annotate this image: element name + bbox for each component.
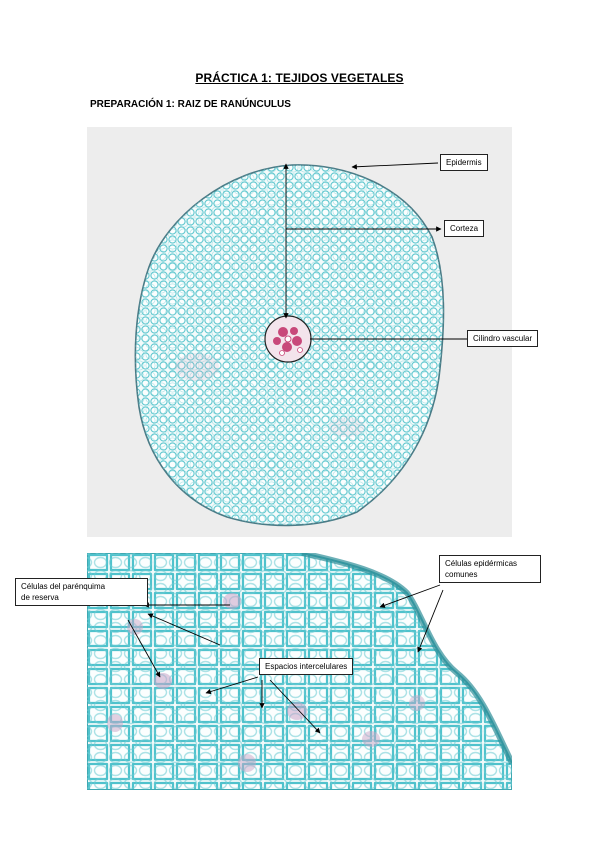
label-parenquima-reserva: Células del parénquima de reserva (15, 578, 148, 606)
label-parenquima-line1: Células del parénquima (21, 582, 106, 591)
label-parenquima-line2: de reserva (21, 593, 59, 602)
label-corteza: Corteza (444, 220, 485, 237)
label-celulas-epidermicas: Células epidérmicas comunes (439, 555, 541, 583)
root-cross-section-image (87, 127, 512, 537)
label-epidermicas-line1: Células epidérmicas (445, 559, 518, 568)
section-subtitle: PREPARACIÓN 1: RAIZ DE RANÚNCULUS (90, 99, 291, 110)
label-epidermis: Epidermis (440, 154, 488, 171)
label-cilindro-vascular: Cilindro vascular (467, 330, 539, 347)
vascular-cylinder (264, 315, 312, 363)
label-epidermicas-line2: comunes (445, 570, 478, 579)
label-espacios-intercelulares: Espacios intercelulares (259, 658, 354, 675)
page-title: PRÁCTICA 1: TEJIDOS VEGETALES (195, 71, 404, 85)
